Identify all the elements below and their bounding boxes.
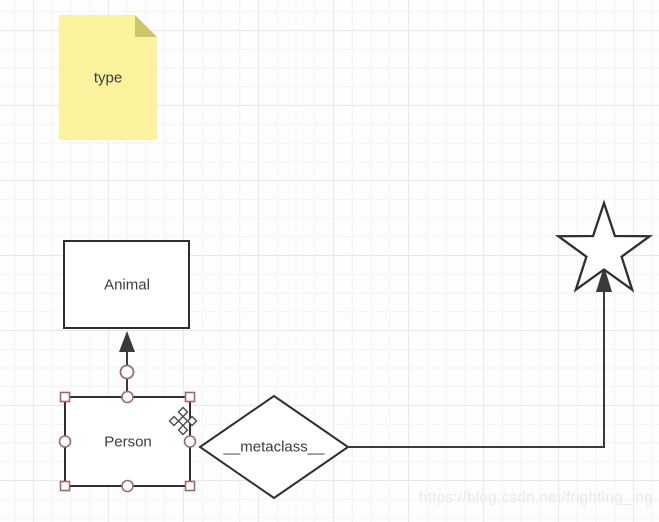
selection-handle-n[interactable]	[121, 390, 134, 404]
selection-handle-e[interactable]	[183, 435, 197, 448]
note-fold-corner-icon	[135, 15, 157, 37]
note-shape[interactable]	[59, 15, 157, 140]
metaclass-shape[interactable]	[198, 394, 350, 500]
edge-endpoint-handle[interactable]	[119, 364, 135, 380]
star-shape[interactable]	[554, 199, 654, 293]
selection-handle-sw[interactable]	[59, 480, 71, 492]
note-body[interactable]	[59, 15, 157, 140]
selection-handle-ne[interactable]	[184, 391, 196, 403]
move-icon[interactable]	[168, 406, 198, 436]
selection-handle-w[interactable]	[58, 435, 72, 448]
arrowhead-up-icon	[119, 331, 135, 352]
person-shape[interactable]	[64, 396, 191, 487]
selection-handle-se[interactable]	[184, 480, 196, 492]
edge-line[interactable]	[348, 292, 605, 448]
selection-handle-nw[interactable]	[59, 391, 71, 403]
person-selection-handles	[58, 390, 197, 493]
animal-shape[interactable]	[63, 240, 190, 329]
edge-metaclass-to-star[interactable]	[348, 266, 612, 448]
selection-handle-s[interactable]	[121, 479, 134, 493]
watermark: https://blog.csdn.net/frighting_ing	[418, 489, 653, 506]
arrowhead-up-icon	[596, 266, 612, 292]
edge-person-to-animal[interactable]	[119, 331, 135, 394]
